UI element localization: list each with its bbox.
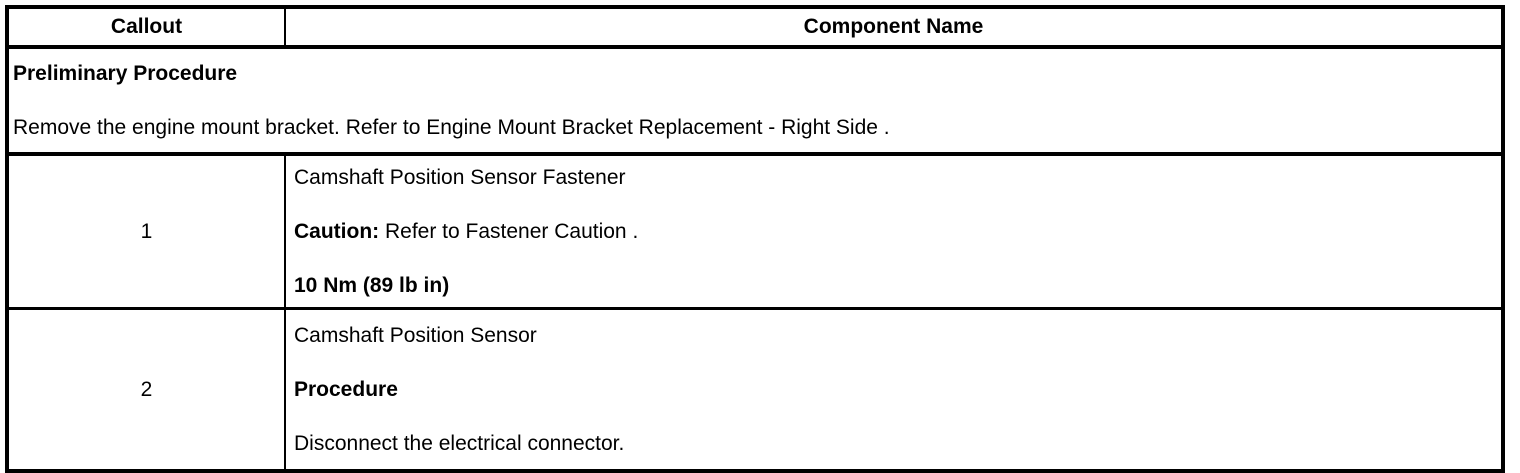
caution-label: Caution:	[294, 219, 380, 243]
component-cell-2: Camshaft Position Sensor Procedure Disco…	[284, 308, 1503, 471]
caution-note: Caution: Refer to Fastener Caution .	[294, 219, 1493, 243]
caution-text: Refer to Fastener Caution .	[379, 219, 639, 243]
procedure-step-text: Disconnect the electrical connector.	[294, 431, 625, 455]
component-name-text: Camshaft Position Sensor Fastener	[294, 165, 626, 189]
callout-number-1: 1	[7, 154, 285, 310]
preliminary-procedure-cell: Preliminary Procedure Remove the engine …	[7, 47, 1503, 156]
preliminary-procedure-row: Preliminary Procedure Remove the engine …	[7, 47, 1503, 156]
component-name-column-header: Component Name	[284, 7, 1503, 49]
table-row-callout-2: 2 Camshaft Position Sensor Procedure Dis…	[7, 308, 1503, 471]
table-header-row: Callout Component Name	[7, 7, 1503, 49]
component-cell-1: Camshaft Position Sensor Fastener Cautio…	[284, 154, 1503, 310]
component-callout-table: Callout Component Name Preliminary Proce…	[5, 5, 1505, 473]
torque-spec: 10 Nm (89 lb in)	[294, 273, 450, 297]
component-name-text: Camshaft Position Sensor	[294, 323, 537, 347]
callout-column-header: Callout	[7, 7, 285, 49]
preliminary-procedure-title: Preliminary Procedure	[13, 61, 238, 85]
callout-number-2: 2	[140, 377, 153, 401]
service-manual-page: Callout Component Name Preliminary Proce…	[5, 5, 1505, 473]
table-row-callout-1: 1 Camshaft Position Sensor Fastener Caut…	[7, 154, 1503, 310]
procedure-label: Procedure	[294, 377, 398, 401]
preliminary-procedure-text: Remove the engine mount bracket. Refer t…	[13, 115, 890, 139]
